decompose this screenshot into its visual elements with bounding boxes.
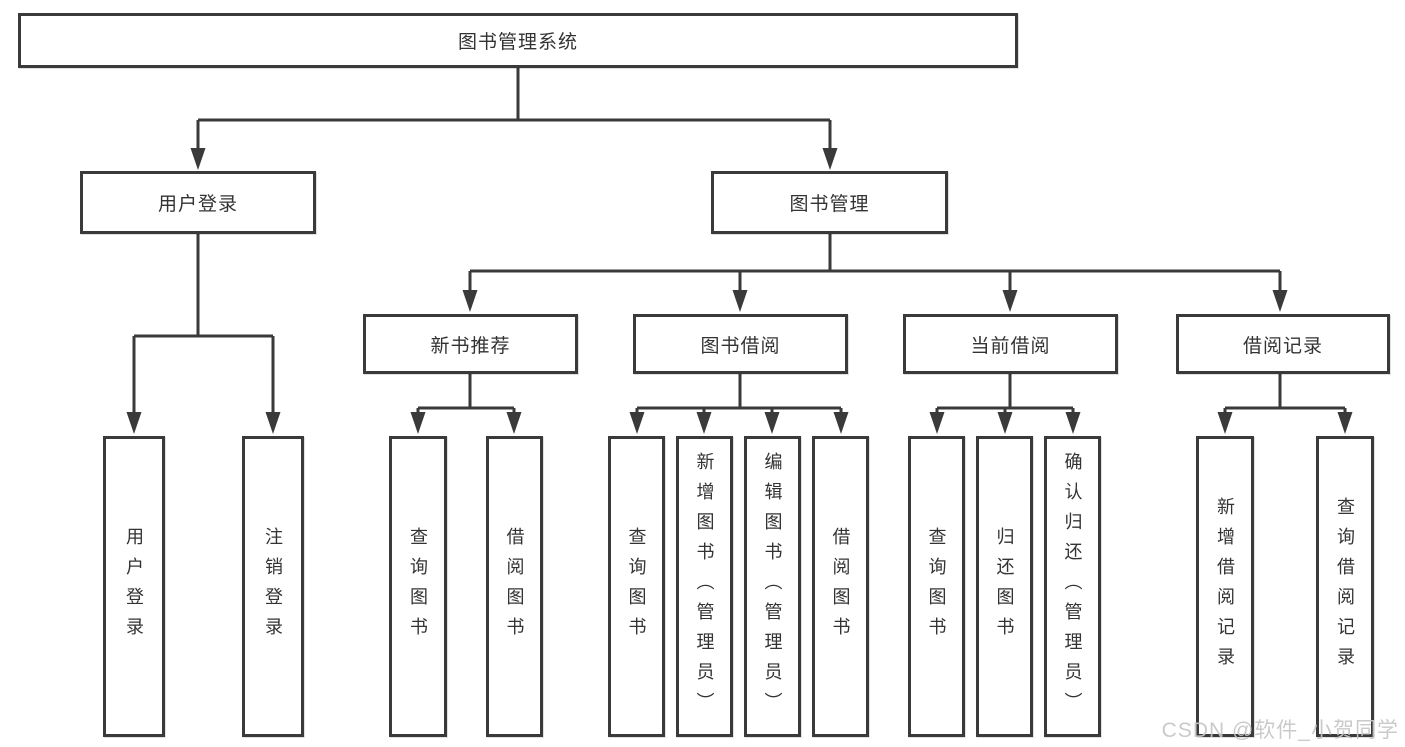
arrowhead xyxy=(190,148,206,170)
node-label: 注销登录 xyxy=(263,526,283,647)
node-label: 新增图书（管理员） xyxy=(694,451,715,722)
leaf-borrow-edit-books-admin: 编辑图书（管理员） xyxy=(744,436,801,737)
arrowhead xyxy=(1217,412,1233,434)
node-library-system: 图书管理系统 xyxy=(18,13,1018,68)
node-current-borrowing: 当前借阅 xyxy=(903,314,1118,374)
leaf-record-add-borrow-record: 新增借阅记录 xyxy=(1196,436,1254,737)
node-label: 当前借阅 xyxy=(970,335,1051,357)
node-label: 查询借阅记录 xyxy=(1335,496,1355,677)
leaf-current-confirm-return-admin: 确认归还（管理员） xyxy=(1044,436,1101,737)
connector-root-to-l2 xyxy=(196,68,832,152)
leaf-borrow-query-books: 查询图书 xyxy=(608,436,665,737)
node-label: 查询图书 xyxy=(408,526,428,647)
node-label: 借阅图书 xyxy=(504,526,525,647)
arrowhead xyxy=(629,412,645,434)
node-user-login: 用户登录 xyxy=(80,171,316,234)
node-label: 借阅图书 xyxy=(830,526,851,647)
leaf-newbook-query-books: 查询图书 xyxy=(389,436,447,737)
arrowhead xyxy=(265,412,281,434)
node-label: 借阅记录 xyxy=(1242,335,1323,357)
leaf-logout: 注销登录 xyxy=(242,436,304,737)
node-label: 归还图书 xyxy=(994,526,1015,647)
node-label: 查询图书 xyxy=(626,526,647,647)
arrowhead xyxy=(696,412,712,434)
arrowhead xyxy=(833,412,849,434)
node-book-borrowing: 图书借阅 xyxy=(633,314,848,374)
arrowhead xyxy=(126,412,142,434)
leaf-current-query-books: 查询图书 xyxy=(908,436,965,737)
node-label: 图书管理 xyxy=(789,194,870,215)
node-book-management: 图书管理 xyxy=(711,171,948,234)
connector-curborrow-to-leaves xyxy=(935,374,1075,416)
node-new-book-recommend: 新书推荐 xyxy=(363,314,578,374)
leaf-borrow-add-books-admin: 新增图书（管理员） xyxy=(676,436,733,737)
arrowhead xyxy=(1002,290,1018,312)
node-label: 编辑图书（管理员） xyxy=(762,451,783,722)
connector-bookmgmt-to-l3 xyxy=(468,234,1282,294)
connector-userlogin-to-leaves xyxy=(132,234,275,416)
csdn-watermark: CSDN @软件_小贺同学 xyxy=(1161,719,1399,742)
arrowhead xyxy=(410,412,426,434)
leaf-borrow-borrow-books: 借阅图书 xyxy=(812,436,869,737)
leaf-record-query-borrow-record: 查询借阅记录 xyxy=(1316,436,1374,737)
leaf-user-login: 用户登录 xyxy=(103,436,165,737)
node-label: 新增借阅记录 xyxy=(1215,496,1235,677)
leaf-newbook-borrow-books: 借阅图书 xyxy=(486,436,543,737)
node-label: 确认归还（管理员） xyxy=(1062,451,1083,722)
arrowhead xyxy=(764,412,780,434)
arrowhead xyxy=(1337,412,1353,434)
node-label: 新书推荐 xyxy=(430,335,511,357)
arrowhead xyxy=(997,412,1013,434)
arrowhead xyxy=(506,412,522,434)
arrowhead xyxy=(462,290,478,312)
connector-borrowrec-to-leaves xyxy=(1223,374,1347,416)
node-label: 图书管理系统 xyxy=(457,32,578,53)
arrowhead xyxy=(732,290,748,312)
connector-newbook-to-leaves xyxy=(416,374,516,416)
arrowhead xyxy=(822,148,838,170)
arrowhead xyxy=(1272,290,1288,312)
leaf-current-return-books: 归还图书 xyxy=(976,436,1033,737)
arrowhead xyxy=(1065,412,1081,434)
node-label: 图书借阅 xyxy=(700,335,781,357)
node-label: 用户登录 xyxy=(157,194,238,215)
node-label: 用户登录 xyxy=(124,526,144,647)
node-label: 查询图书 xyxy=(926,526,947,647)
node-borrowing-records: 借阅记录 xyxy=(1176,314,1390,374)
connector-bookborrow-to-leaves xyxy=(635,374,843,416)
arrowhead xyxy=(929,412,945,434)
